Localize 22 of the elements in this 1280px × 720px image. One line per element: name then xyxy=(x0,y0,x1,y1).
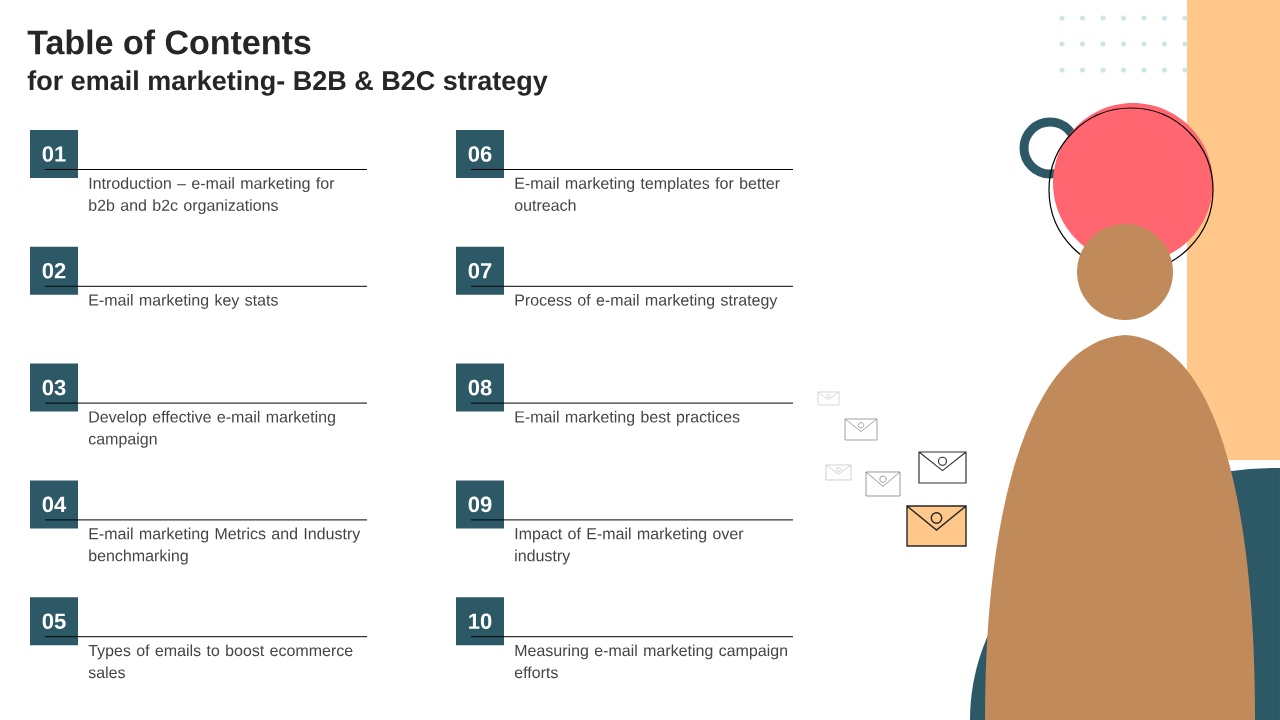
number-box: 07 xyxy=(456,246,504,295)
item-text: E-mail marketing Metrics and Industry benchmarking xyxy=(89,527,361,565)
item-text: Introduction – e-mail marketing for b2b and b2c organizations xyxy=(89,177,335,215)
number-box: 02 xyxy=(30,246,78,295)
number-box: 01 xyxy=(30,130,78,178)
item-text: Measuring e-mail marketing campaign efforts xyxy=(514,644,787,679)
item-text: Process of e-mail marketing strategy xyxy=(515,294,778,309)
number-box: 06 xyxy=(456,130,504,178)
item-text: Types of emails to boost ecommerce sales xyxy=(88,644,353,679)
item-text: Impact of E-mail marketing over industry xyxy=(515,527,744,565)
item-text: E-mail marketing key stats xyxy=(89,294,278,309)
number-box: 05 xyxy=(30,597,78,646)
subtitle: for email marketing- B2B & B2C strategy xyxy=(27,70,548,96)
number-box: 08 xyxy=(456,363,504,412)
item-text: E-mail marketing best practices xyxy=(515,410,740,426)
number-box: 04 xyxy=(30,480,78,529)
title: Table of Contents xyxy=(27,29,311,55)
item-text: Develop effective e-mail marketing campaign xyxy=(88,410,335,448)
number-box: 10 xyxy=(456,597,504,646)
item-text: E-mail marketing templates for better outreach xyxy=(514,177,780,211)
number-box: 03 xyxy=(30,363,78,412)
number-box: 09 xyxy=(456,480,504,529)
